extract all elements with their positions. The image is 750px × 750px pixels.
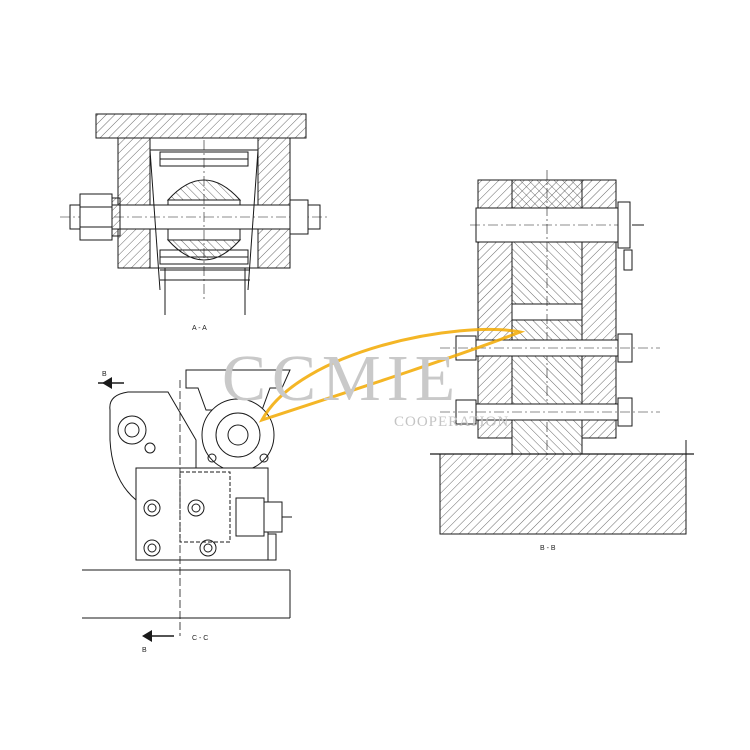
arrow-b-bottom-label: B [142, 647, 147, 654]
arrow-b-top-label: B [102, 371, 107, 378]
section-aa-view [60, 113, 330, 315]
section-cc-view [82, 369, 292, 642]
watermark-tagline: COOPERATION [394, 414, 509, 430]
section-aa-label: A - A [192, 325, 207, 332]
section-bb-label: B - B [540, 545, 556, 552]
watermark: CCMIE COOPERATION [222, 327, 526, 430]
section-cc-label: C - C [192, 635, 208, 642]
watermark-swoosh-icon [258, 327, 526, 423]
section-bb-view [430, 170, 694, 535]
watermark-brand: CCMIE [222, 342, 461, 415]
